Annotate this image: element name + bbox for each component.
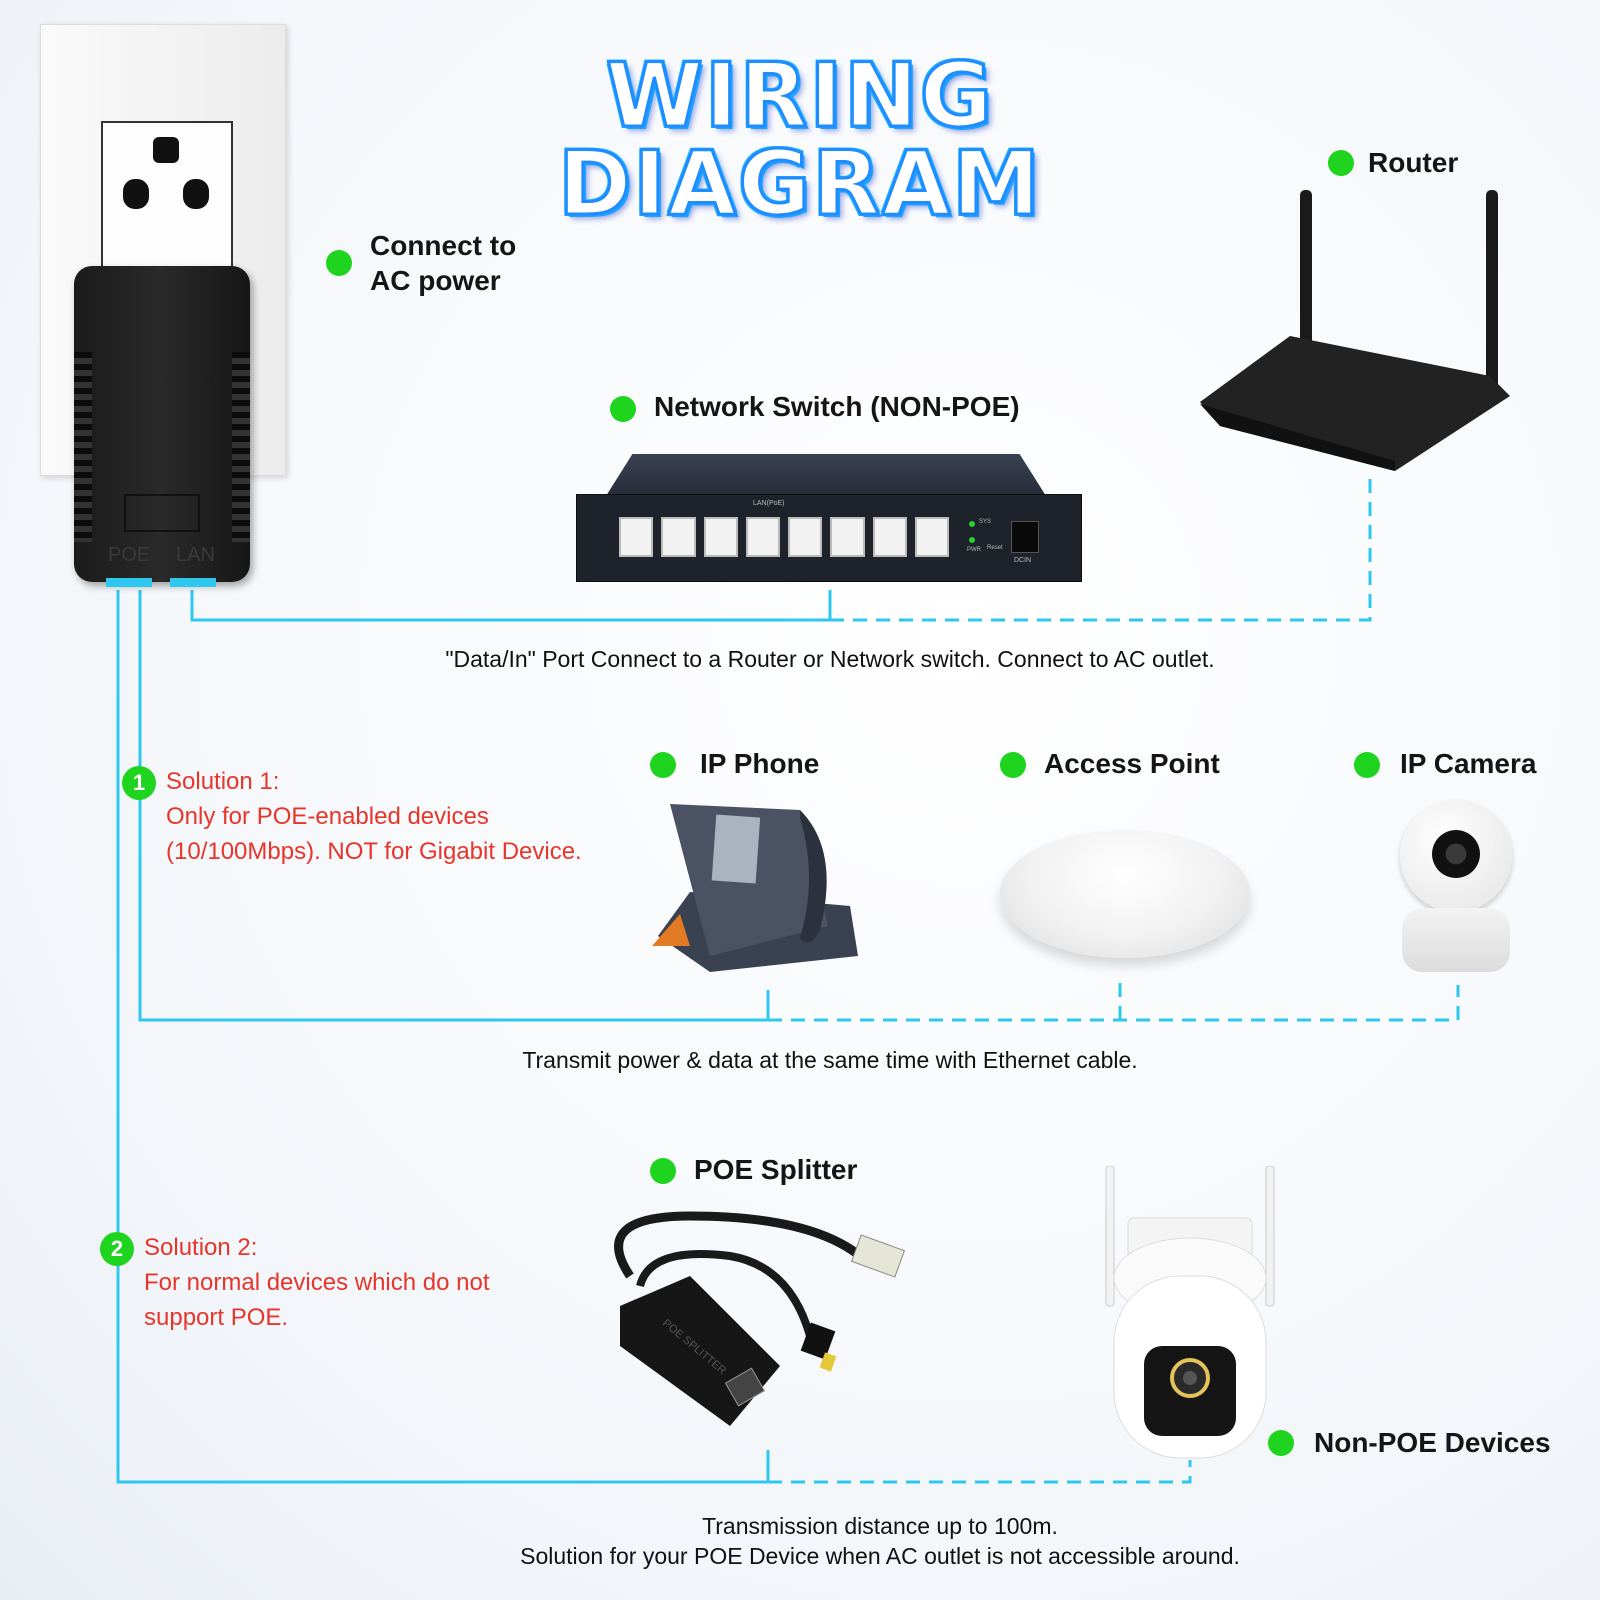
switch-reset-label: Reset bbox=[987, 545, 1003, 551]
poe-splitter-label: POE Splitter bbox=[694, 1154, 858, 1185]
access-point-image bbox=[1000, 830, 1250, 958]
ip-camera-lens bbox=[1432, 830, 1480, 878]
data-in-caption: "Data/In" Port Connect to a Router or Ne… bbox=[445, 646, 1215, 672]
splitter-dc-plug bbox=[800, 1322, 836, 1360]
switch-dc-label: DCIN bbox=[1014, 557, 1032, 564]
poe-splitter-image: POE SPLITTER bbox=[614, 1211, 906, 1426]
lan-port-highlight bbox=[170, 578, 216, 587]
distance-caption-line1: Transmission distance up to 100m. bbox=[702, 1513, 1058, 1539]
poe-injector: POE LAN bbox=[74, 266, 250, 582]
splitter-cable-dc bbox=[636, 1250, 814, 1338]
ac-power-label-line2: AC power bbox=[370, 265, 501, 296]
switch-lan-label: LAN(PoE) bbox=[753, 500, 785, 507]
camera-antenna-left bbox=[1105, 1166, 1115, 1307]
ip-phone-dot bbox=[650, 752, 676, 778]
ac-power-dot bbox=[326, 250, 352, 276]
outlet-socket bbox=[101, 121, 233, 275]
switch-pwr-label: PWR bbox=[967, 547, 981, 553]
access-point-label: Access Point bbox=[1044, 748, 1220, 779]
ip-camera-label: IP Camera bbox=[1400, 748, 1537, 779]
ip-phone-screen bbox=[711, 814, 761, 884]
switch-port bbox=[872, 517, 907, 557]
switch-sys-led bbox=[969, 521, 975, 527]
injector-ribs-right bbox=[232, 352, 250, 542]
non-poe-devices-label: Non-POE Devices bbox=[1314, 1427, 1551, 1458]
poe-port-highlight bbox=[106, 578, 152, 587]
solution2-line3: support POE. bbox=[144, 1304, 289, 1331]
outlet-left-hole bbox=[123, 179, 149, 209]
outlet-right-hole bbox=[183, 179, 209, 209]
switch-pwr-led bbox=[969, 537, 975, 543]
router-antenna-right bbox=[1486, 190, 1498, 390]
solution2-number-badge: 2 bbox=[100, 1232, 134, 1266]
switch-to-router-wire bbox=[830, 470, 1372, 622]
ip-camera-base bbox=[1402, 908, 1510, 972]
switch-ports bbox=[619, 517, 949, 557]
splitter-rj45-plug bbox=[850, 1234, 906, 1278]
switch-label: Network Switch (NON-POE) bbox=[654, 391, 1020, 422]
router-image bbox=[1200, 190, 1510, 471]
injector-ribs-left bbox=[74, 352, 92, 542]
solution2-line2: For normal devices which do not bbox=[144, 1269, 490, 1296]
solution1-number-badge: 1 bbox=[122, 766, 156, 800]
router-label: Router bbox=[1368, 147, 1459, 178]
ip-camera-dot bbox=[1354, 752, 1380, 778]
injector-label-plate bbox=[124, 494, 200, 532]
splitter-rj45-port bbox=[724, 1367, 766, 1407]
switch-port bbox=[914, 517, 949, 557]
solution1-line3: (10/100Mbps). NOT for Gigabit Device. bbox=[166, 838, 582, 865]
solution2-line1: Solution 2: bbox=[144, 1234, 258, 1261]
switch-port bbox=[619, 517, 654, 557]
switch-port bbox=[788, 517, 823, 557]
router-dot bbox=[1328, 150, 1354, 176]
injector-port-poe-label: POE bbox=[108, 544, 151, 566]
non-poe-devices-dot bbox=[1268, 1430, 1294, 1456]
lan-to-switch-wire bbox=[190, 590, 832, 622]
ip-phone-image bbox=[652, 804, 858, 972]
ip-phone-label: IP Phone bbox=[700, 748, 820, 779]
ip-phone-handset bbox=[800, 810, 827, 943]
outlet-ground-hole bbox=[153, 137, 179, 163]
switch-sys-label: SYS bbox=[979, 519, 992, 525]
ac-power-label-line1: Connect to bbox=[370, 230, 517, 261]
solution1-line2: Only for POE-enabled devices bbox=[166, 803, 489, 830]
switch-dot bbox=[610, 396, 636, 422]
switch-top bbox=[606, 454, 1046, 496]
camera-antenna-right bbox=[1265, 1166, 1275, 1307]
distance-caption-line2: Solution for your POE Device when AC out… bbox=[520, 1543, 1240, 1569]
poe-solution1-wire bbox=[138, 590, 770, 1022]
solution1-line1: Solution 1: bbox=[166, 768, 280, 795]
poe-devices-dashed-wire bbox=[768, 985, 1460, 1022]
switch-port bbox=[830, 517, 865, 557]
poe-splitter-dot bbox=[650, 1158, 676, 1184]
switch-port bbox=[661, 517, 696, 557]
page-title: WIRING DIAGRAM bbox=[557, 44, 1042, 235]
switch-dc-jack bbox=[1011, 521, 1039, 553]
switch-port bbox=[703, 517, 738, 557]
splitter-to-camera-wire bbox=[768, 1460, 1192, 1484]
non-poe-camera-image bbox=[1105, 1166, 1275, 1459]
injector-port-lan-label: LAN bbox=[176, 544, 215, 566]
switch-front: LAN(PoE) SYS PWR Reset DCIN bbox=[576, 494, 1082, 582]
transmit-caption: Transmit power & data at the same time w… bbox=[522, 1047, 1138, 1073]
access-point-dot bbox=[1000, 752, 1026, 778]
switch-port bbox=[745, 517, 780, 557]
poe-solution2-wire bbox=[116, 590, 770, 1484]
splitter-cable-rj45 bbox=[614, 1211, 863, 1279]
ip-camera-image bbox=[1396, 800, 1520, 978]
network-switch-image: LAN(PoE) SYS PWR Reset DCIN bbox=[576, 454, 1082, 584]
